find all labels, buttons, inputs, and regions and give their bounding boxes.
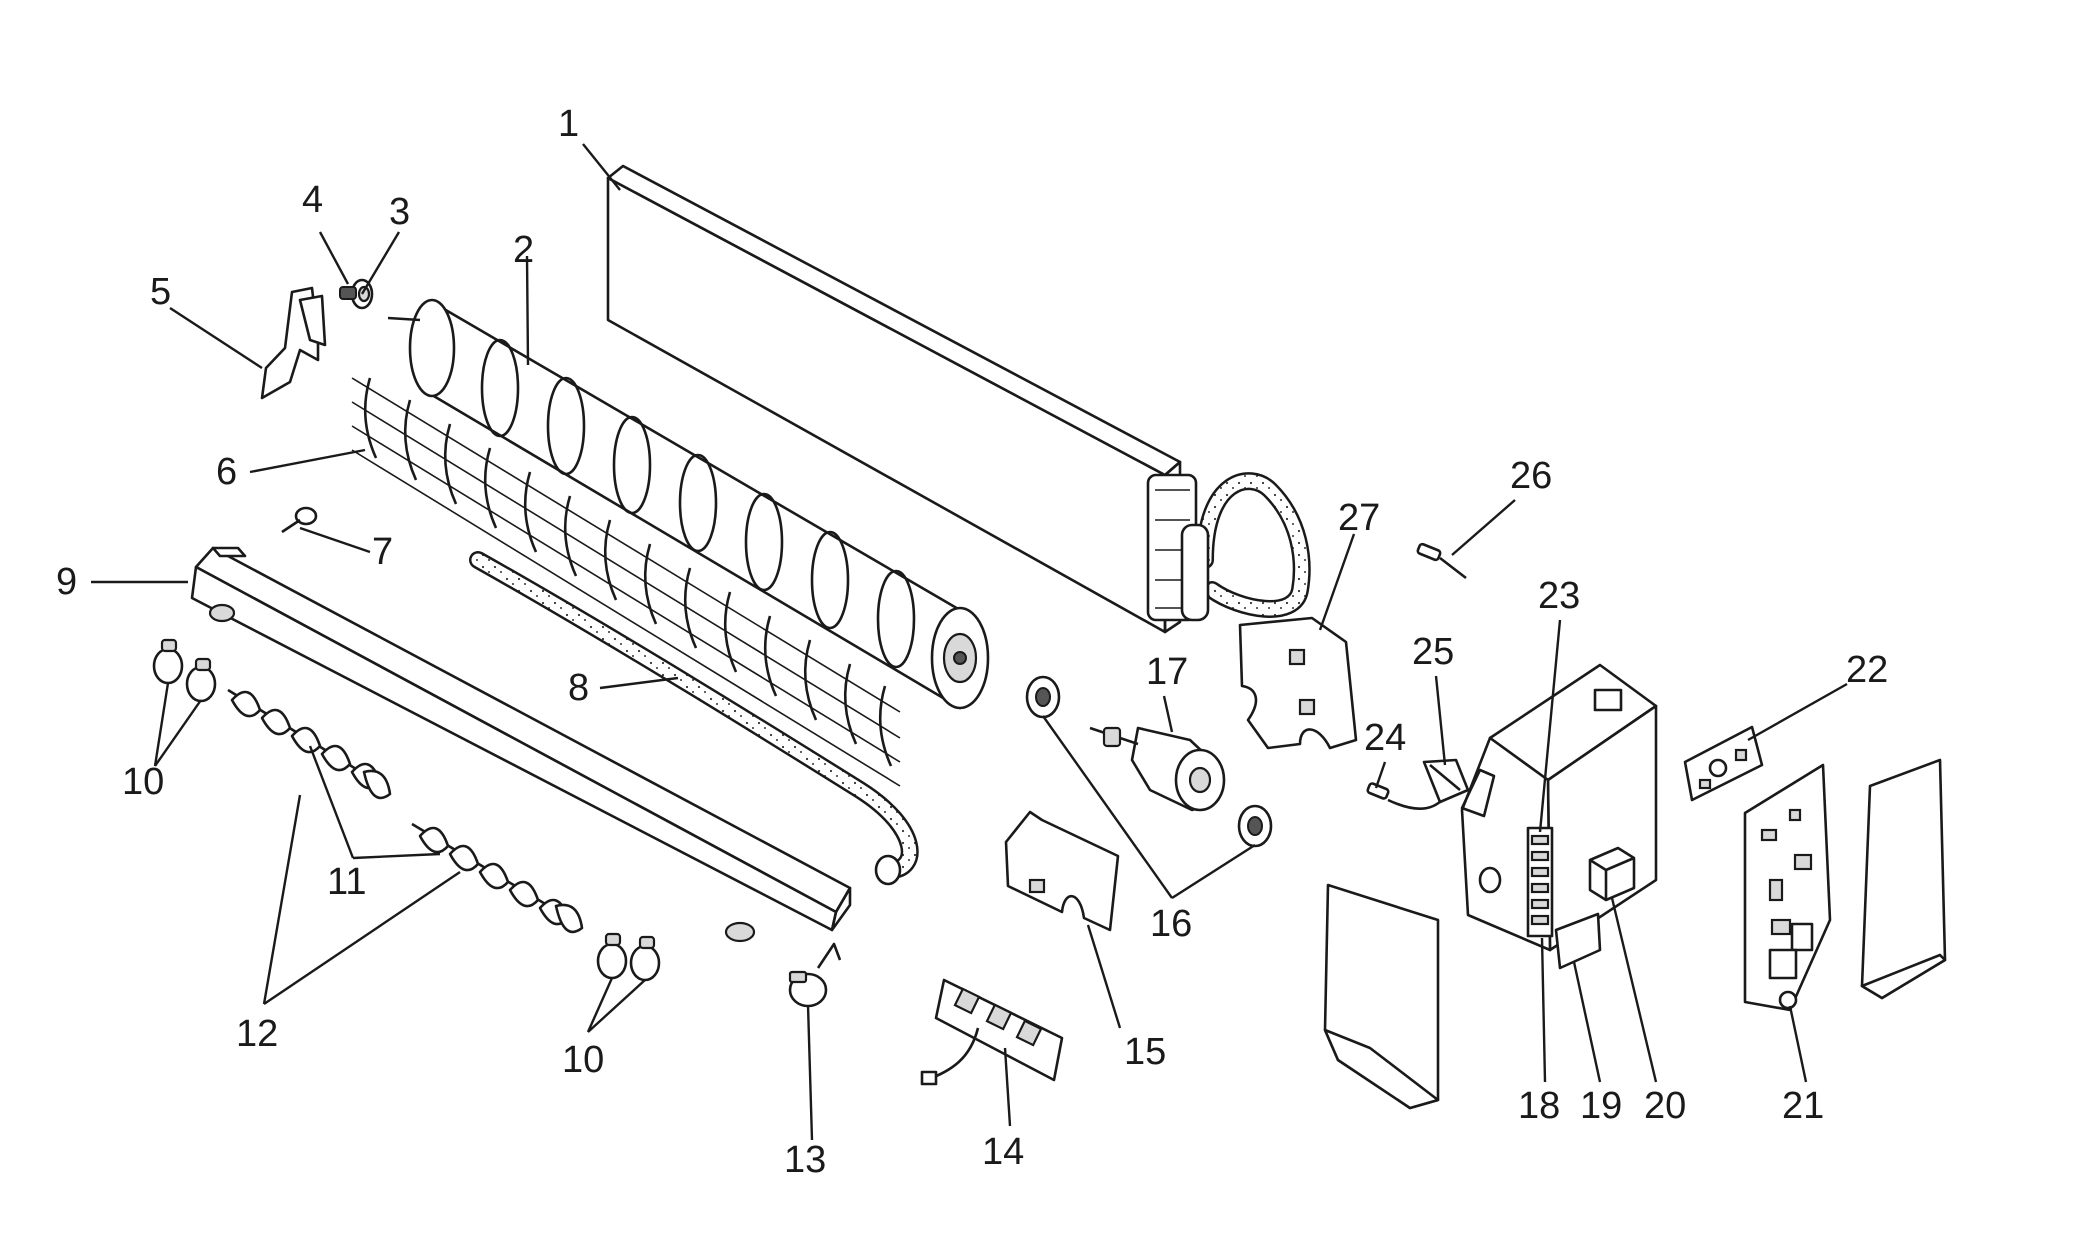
callout-15: 15 bbox=[1124, 1031, 1166, 1073]
callout-25: 25 bbox=[1412, 631, 1454, 673]
main-pcb bbox=[1743, 763, 1832, 1012]
callout-13: 13 bbox=[784, 1139, 826, 1181]
callout-23: 23 bbox=[1538, 575, 1580, 617]
evaporator-coil bbox=[606, 164, 1311, 634]
callout-9: 9 bbox=[56, 561, 77, 603]
bearing-holder bbox=[260, 286, 327, 400]
pipe-guard-grille bbox=[351, 377, 901, 787]
callout-8: 8 bbox=[568, 667, 589, 709]
motor-rubber-mounts bbox=[1025, 675, 1273, 848]
callout-18: 18 bbox=[1518, 1085, 1560, 1127]
display-board bbox=[920, 978, 1064, 1086]
louvers-left-group bbox=[227, 688, 392, 800]
callout-4: 4 bbox=[302, 179, 323, 221]
callout-24: 24 bbox=[1364, 717, 1406, 759]
louvers-right-group bbox=[411, 822, 584, 934]
drain-pan bbox=[190, 546, 852, 943]
callout-19: 19 bbox=[1580, 1085, 1622, 1127]
callout-21: 21 bbox=[1782, 1085, 1824, 1127]
box-front-cover bbox=[1323, 883, 1440, 1110]
callout-5: 5 bbox=[150, 271, 171, 313]
callout-2: 2 bbox=[513, 229, 534, 271]
screw bbox=[281, 506, 318, 534]
drain-hose bbox=[469, 551, 919, 886]
callout-14: 14 bbox=[982, 1131, 1024, 1173]
receiver-board bbox=[1683, 725, 1764, 802]
callout-27: 27 bbox=[1338, 497, 1380, 539]
sensor-holder bbox=[1422, 758, 1470, 804]
louver-clips-right bbox=[596, 932, 661, 982]
callout-12: 12 bbox=[236, 1013, 278, 1055]
callout-3: 3 bbox=[389, 191, 410, 233]
callout-10-right: 10 bbox=[562, 1039, 604, 1081]
connection-pipe-loop bbox=[1180, 472, 1311, 622]
louver-motor bbox=[788, 942, 842, 1008]
fan-rings bbox=[480, 338, 916, 669]
callout-17: 17 bbox=[1146, 651, 1188, 693]
callout-11: 11 bbox=[327, 861, 366, 903]
leader-lines bbox=[91, 143, 1848, 1141]
callout-26: 26 bbox=[1510, 455, 1552, 497]
pipe-sensor bbox=[1416, 542, 1467, 580]
callout-20: 20 bbox=[1644, 1085, 1686, 1127]
callout-6: 6 bbox=[216, 451, 237, 493]
callout-7: 7 bbox=[372, 531, 393, 573]
callout-16: 16 bbox=[1150, 903, 1192, 945]
cross-flow-fan bbox=[387, 298, 990, 710]
terminal-block bbox=[1526, 826, 1554, 938]
capacitor bbox=[1588, 846, 1636, 902]
callout-22: 22 bbox=[1846, 649, 1888, 691]
pcb-cover bbox=[1860, 758, 1947, 1000]
motor-clamp bbox=[1004, 810, 1120, 932]
callout-10-left: 10 bbox=[122, 761, 164, 803]
callout-1: 1 bbox=[558, 103, 579, 145]
callouts: 1 2 3 4 5 6 7 8 9 10 10 11 12 13 14 15 1… bbox=[56, 103, 1888, 1181]
terminal-cover bbox=[1554, 912, 1602, 970]
louver-clips-left bbox=[152, 638, 217, 703]
electrical-box bbox=[1460, 663, 1658, 952]
fan-motor bbox=[1089, 726, 1226, 812]
motor-bracket bbox=[1238, 616, 1358, 750]
